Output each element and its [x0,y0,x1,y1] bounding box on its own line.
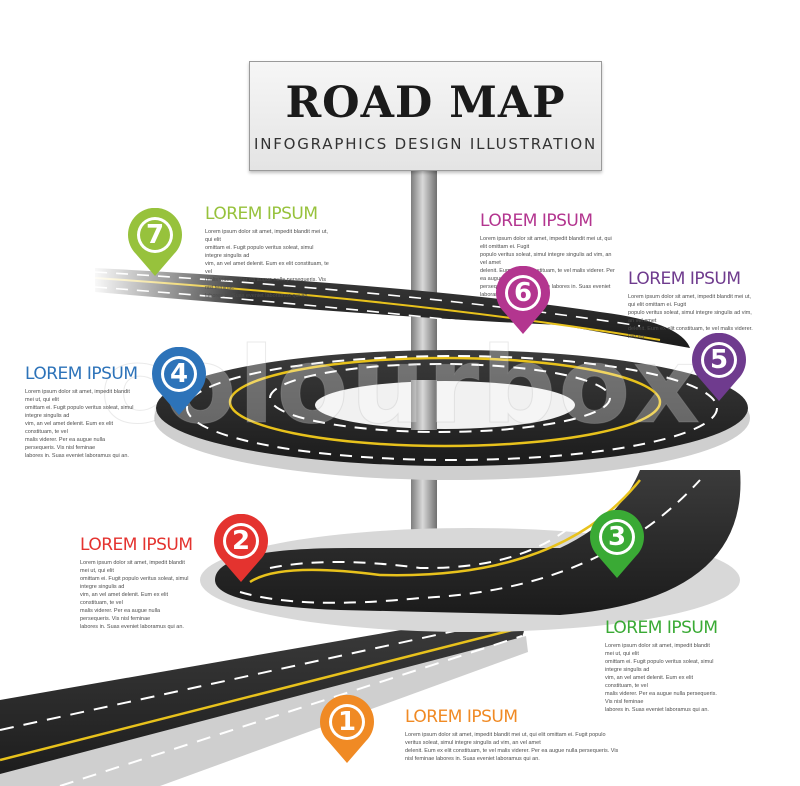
milestone-2-title: LOREM IPSUM [80,535,193,555]
milestone-5-body: Lorem ipsum dolor sit amet, impedit blan… [628,293,753,341]
milestone-2-body-line: vim, an vel amet delenit. Eum ex elit co… [80,592,169,606]
milestone-4-title: LOREM IPSUM [25,364,138,384]
milestone-7-body-line: labores in. Suas eveniet laboramus qui a… [205,293,309,299]
milestone-5-body-line: Lorem ipsum dolor sit amet, impedit blan… [628,294,751,308]
milestone-6-body-line: delenit. Eum ex elit constituam, te vel … [480,268,615,282]
milestone-6-number: 6 [513,278,533,308]
milestone-6-body-line: Lorem ipsum dolor sit amet, impedit blan… [480,236,612,250]
milestone-7-body-line: Lorem ipsum dolor sit amet, impedit blan… [205,229,328,243]
milestone-4-body-line: malis viderer. Per ea augue nulla perseq… [25,437,106,451]
milestone-4-body-line: Lorem ipsum dolor sit amet, impedit blan… [25,389,130,403]
milestone-1-title: LOREM IPSUM [405,707,518,727]
milestone-7-body-line: omittam ei. Fugit populo veritus soleat,… [205,245,314,259]
milestone-5-body-line: delenit. Eum ex elit constituam, te vel … [628,326,753,340]
milestone-2-body-line: Lorem ipsum dolor sit amet, impedit blan… [80,560,185,574]
milestone-1-body-line: delenit. Eum ex elit constituam, te vel … [405,748,619,762]
milestone-1-info: LOREM IPSUM Lorem ipsum dolor sit amet, … [405,706,620,763]
milestone-3-info: LOREM IPSUM Lorem ipsum dolor sit amet, … [605,617,718,714]
milestone-1-pin: 1 [318,694,376,765]
milestone-2-body: Lorem ipsum dolor sit amet, impedit blan… [80,559,190,631]
milestone-3-body-line: malis viderer. Per ea augue nulla perseq… [605,691,717,705]
milestone-7-body-line: vim, an vel amet delenit. Eum ex elit co… [205,261,329,275]
milestone-5-title: LOREM IPSUM [628,269,741,289]
milestone-3-body-line: labores in. Suas eveniet laboramus qui a… [605,707,709,713]
map-pin-icon [152,346,206,415]
map-pin-icon [496,265,550,334]
milestone-3-body-line: Lorem ipsum dolor sit amet, impedit blan… [605,643,710,657]
milestone-4-info: LOREM IPSUM Lorem ipsum dolor sit amet, … [25,363,138,460]
milestone-5-body-line: populo veritus soleat, simul integre sin… [628,310,752,324]
milestone-7-number: 7 [145,220,165,250]
milestone-2-body-line: malis viderer. Per ea augue nulla perseq… [80,608,161,622]
milestone-7-pin: 7 [126,207,184,278]
milestone-3-title: LOREM IPSUM [605,618,718,638]
milestone-2-body-line: omittam ei. Fugit populo veritus soleat,… [80,576,189,590]
milestone-5-info: LOREM IPSUM Lorem ipsum dolor sit amet, … [628,268,753,341]
milestone-2-info: LOREM IPSUM Lorem ipsum dolor sit amet, … [80,534,193,631]
road-lower-loop [215,470,741,615]
milestone-4-body-line: omittam ei. Fugit populo veritus soleat,… [25,405,134,419]
road-spiral-hole [315,381,575,429]
milestone-7-body: Lorem ipsum dolor sit amet, impedit blan… [205,228,330,300]
milestone-4-body-line: labores in. Suas eveniet laboramus qui a… [25,453,129,459]
map-pin-icon [692,332,746,401]
milestone-7-title: LOREM IPSUM [205,204,318,224]
milestone-3-body-line: vim, an vel amet delenit. Eum ex elit co… [605,675,694,689]
milestone-6-title: LOREM IPSUM [480,211,593,231]
milestone-6-pin: 6 [494,265,552,336]
milestone-5-number: 5 [709,345,729,375]
milestone-3-body-line: omittam ei. Fugit populo veritus soleat,… [605,659,714,673]
map-pin-icon [128,207,182,276]
road-map-sign: ROAD MAP INFOGRAPHICS DESIGN ILLUSTRATIO… [249,61,602,171]
milestone-3-number: 3 [607,522,627,552]
milestone-2-body-line: labores in. Suas eveniet laboramus qui a… [80,624,184,630]
road-bottom-shadow [0,636,528,786]
milestone-3-pin: 3 [588,509,646,580]
milestone-4-pin: 4 [150,346,208,417]
milestone-2-number: 2 [231,526,251,556]
milestone-3-body: Lorem ipsum dolor sit amet, impedit blan… [605,642,717,714]
map-pin-icon [590,509,644,578]
milestone-6-body-line: populo veritus soleat, simul integre sin… [480,252,612,266]
milestone-4-body-line: vim, an vel amet delenit. Eum ex elit co… [25,421,114,435]
milestone-7-body-line: malis viderer. Per ea augue nulla perseq… [205,277,326,291]
sign-title: ROAD MAP [285,78,566,128]
milestone-1-body: Lorem ipsum dolor sit amet, impedit blan… [405,731,620,763]
map-pin-icon [214,513,268,582]
milestone-1-number: 1 [337,707,357,737]
milestone-1-body-line: Lorem ipsum dolor sit amet, impedit blan… [405,732,606,746]
milestone-7-info: LOREM IPSUM Lorem ipsum dolor sit amet, … [205,203,330,300]
sign-subtitle: INFOGRAPHICS DESIGN ILLUSTRATION [253,135,598,153]
milestone-5-pin: 5 [690,332,748,403]
milestone-4-body: Lorem ipsum dolor sit amet, impedit blan… [25,388,135,460]
map-pin-icon [320,694,374,763]
milestone-2-pin: 2 [212,513,270,584]
milestone-4-number: 4 [169,359,189,389]
